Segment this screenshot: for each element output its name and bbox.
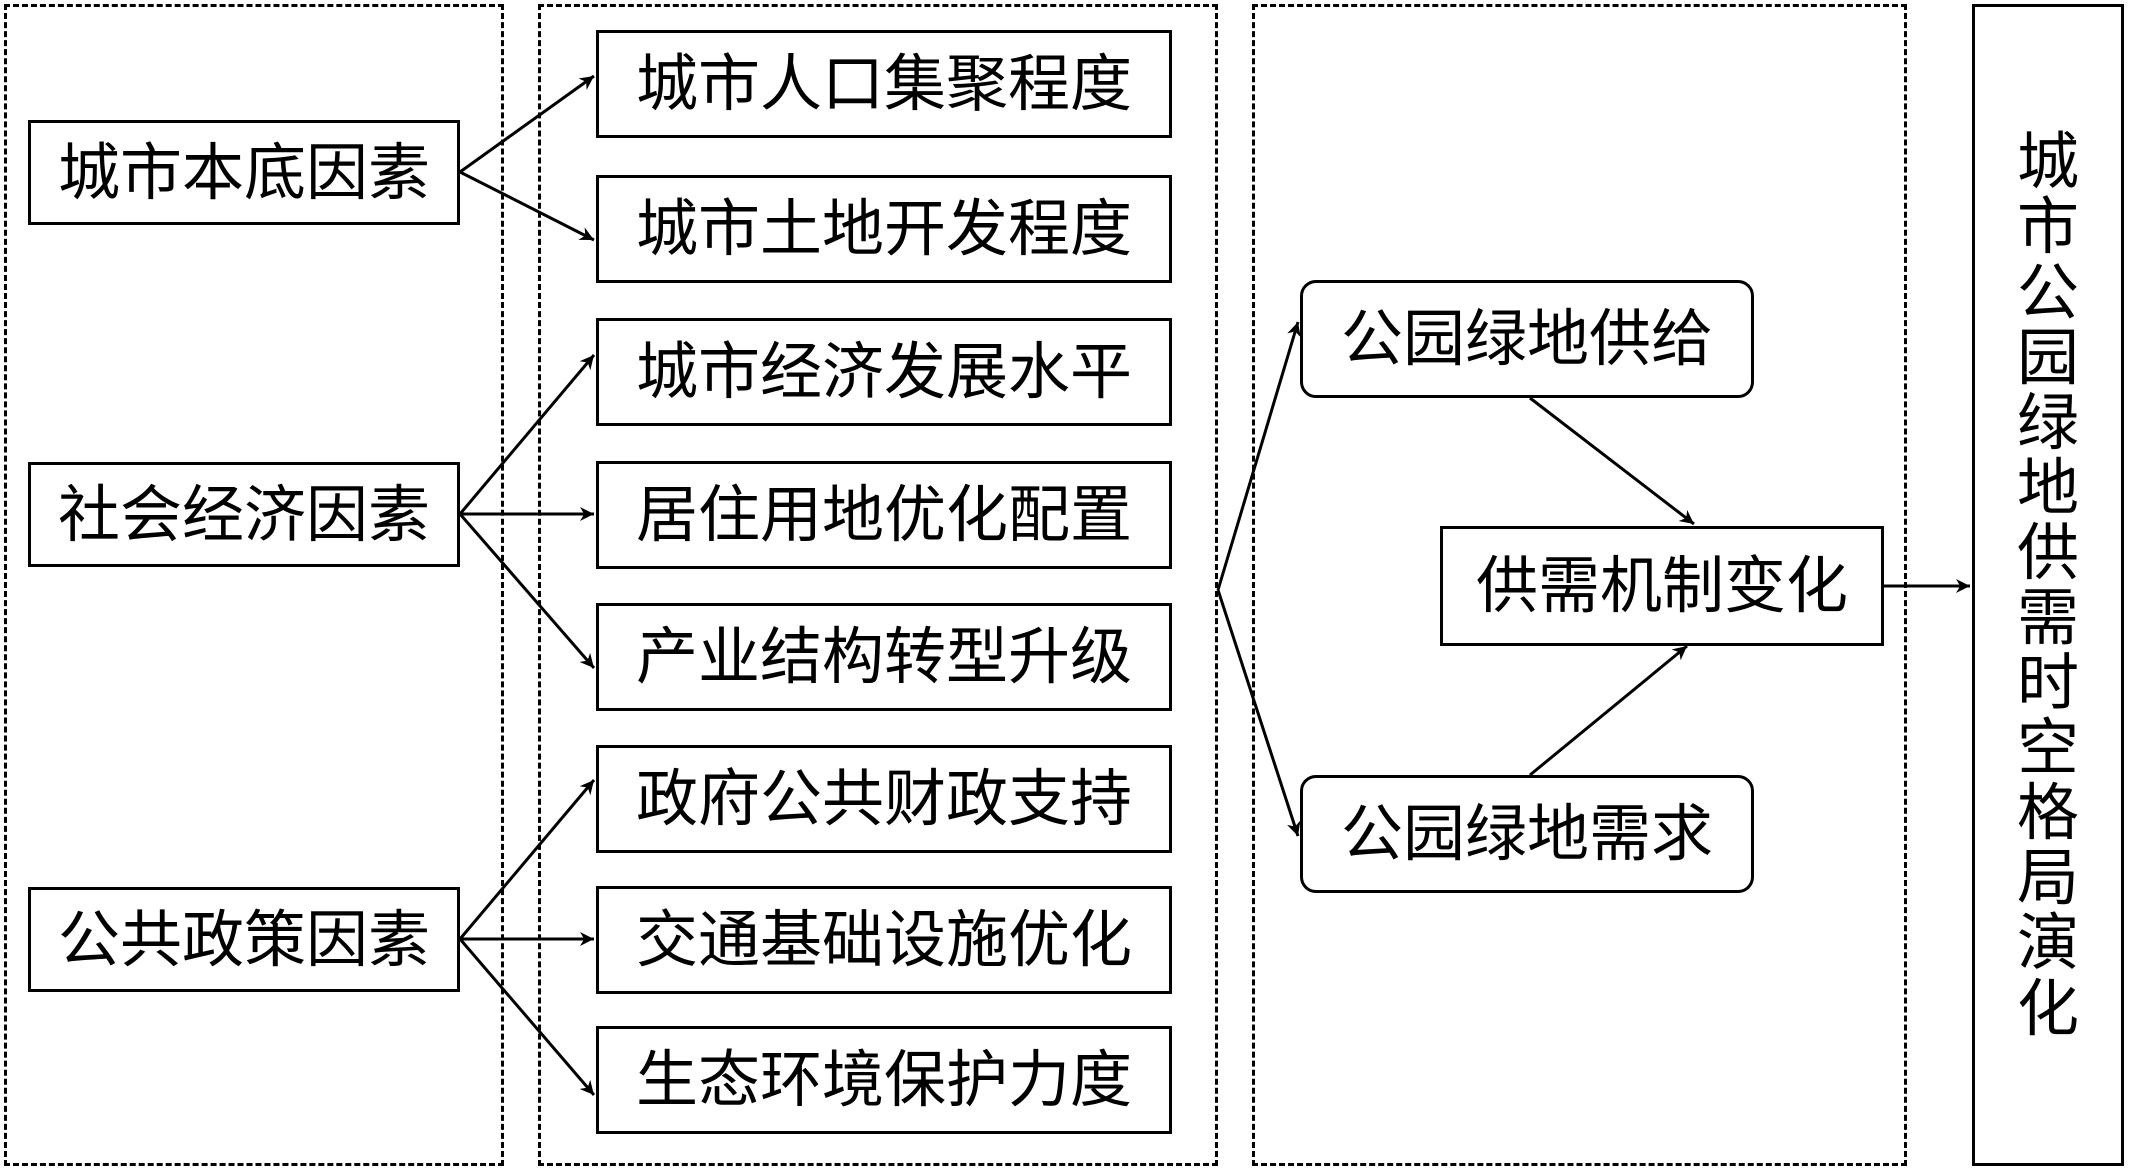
indicator-box: 政府公共财政支持 [596,745,1172,853]
outcome-label: 城市公园绿地供需时空格局演化 [2016,125,2079,1045]
arrow-policy-to-ecology [458,938,596,1096]
arrow-base-to-population [459,74,595,174]
factor-panel [4,4,504,1166]
supply-label: 公园绿地供给 [1340,302,1713,375]
indicator-label: 生态环境保护力度 [635,1043,1132,1116]
factor-box-socioeconomic: 社会经济因素 [28,462,460,567]
factor-box-base: 城市本底因素 [28,120,460,225]
indicator-box: 交通基础设施优化 [596,886,1172,994]
indicator-label: 城市土地开发程度 [635,192,1132,265]
demand-label: 公园绿地需求 [1340,797,1713,870]
outcome-box: 城市公园绿地供需时空格局演化 [1972,4,2124,1166]
factor-label: 公共政策因素 [57,902,430,976]
arrow-socio-to-industry [458,513,596,669]
arrow-indicators-to-supply [1216,321,1301,591]
indicator-panel [538,4,1218,1166]
factor-box-policy: 公共政策因素 [28,887,460,992]
indicator-box: 城市土地开发程度 [596,175,1172,283]
indicator-box: 城市人口集聚程度 [596,30,1172,138]
indicator-label: 产业结构转型升级 [635,620,1132,693]
arrow-socio-to-economy [458,354,596,515]
indicator-box: 城市经济发展水平 [596,318,1172,426]
supply-box: 公园绿地供给 [1300,280,1754,398]
factor-label: 社会经济因素 [57,477,430,551]
change-box: 供需机制变化 [1440,526,1884,646]
indicator-label: 居住用地优化配置 [635,478,1132,551]
indicator-label: 政府公共财政支持 [635,762,1132,835]
indicator-box: 产业结构转型升级 [596,603,1172,711]
indicator-box: 生态环境保护力度 [596,1026,1172,1134]
arrow-base-to-land [459,170,595,242]
indicator-label: 城市人口集聚程度 [635,47,1132,120]
indicator-box: 居住用地优化配置 [596,461,1172,569]
indicator-label: 城市经济发展水平 [635,335,1132,408]
indicator-label: 交通基础设施优化 [635,903,1132,976]
arrow-policy-to-finance [458,779,596,940]
arrow-demand-to-change [1529,644,1688,777]
demand-box: 公园绿地需求 [1300,775,1754,893]
factor-label: 城市本底因素 [57,135,430,209]
arrow-indicators-to-demand [1216,589,1301,837]
arrow-supply-to-change [1529,396,1695,526]
change-label: 供需机制变化 [1475,549,1848,622]
